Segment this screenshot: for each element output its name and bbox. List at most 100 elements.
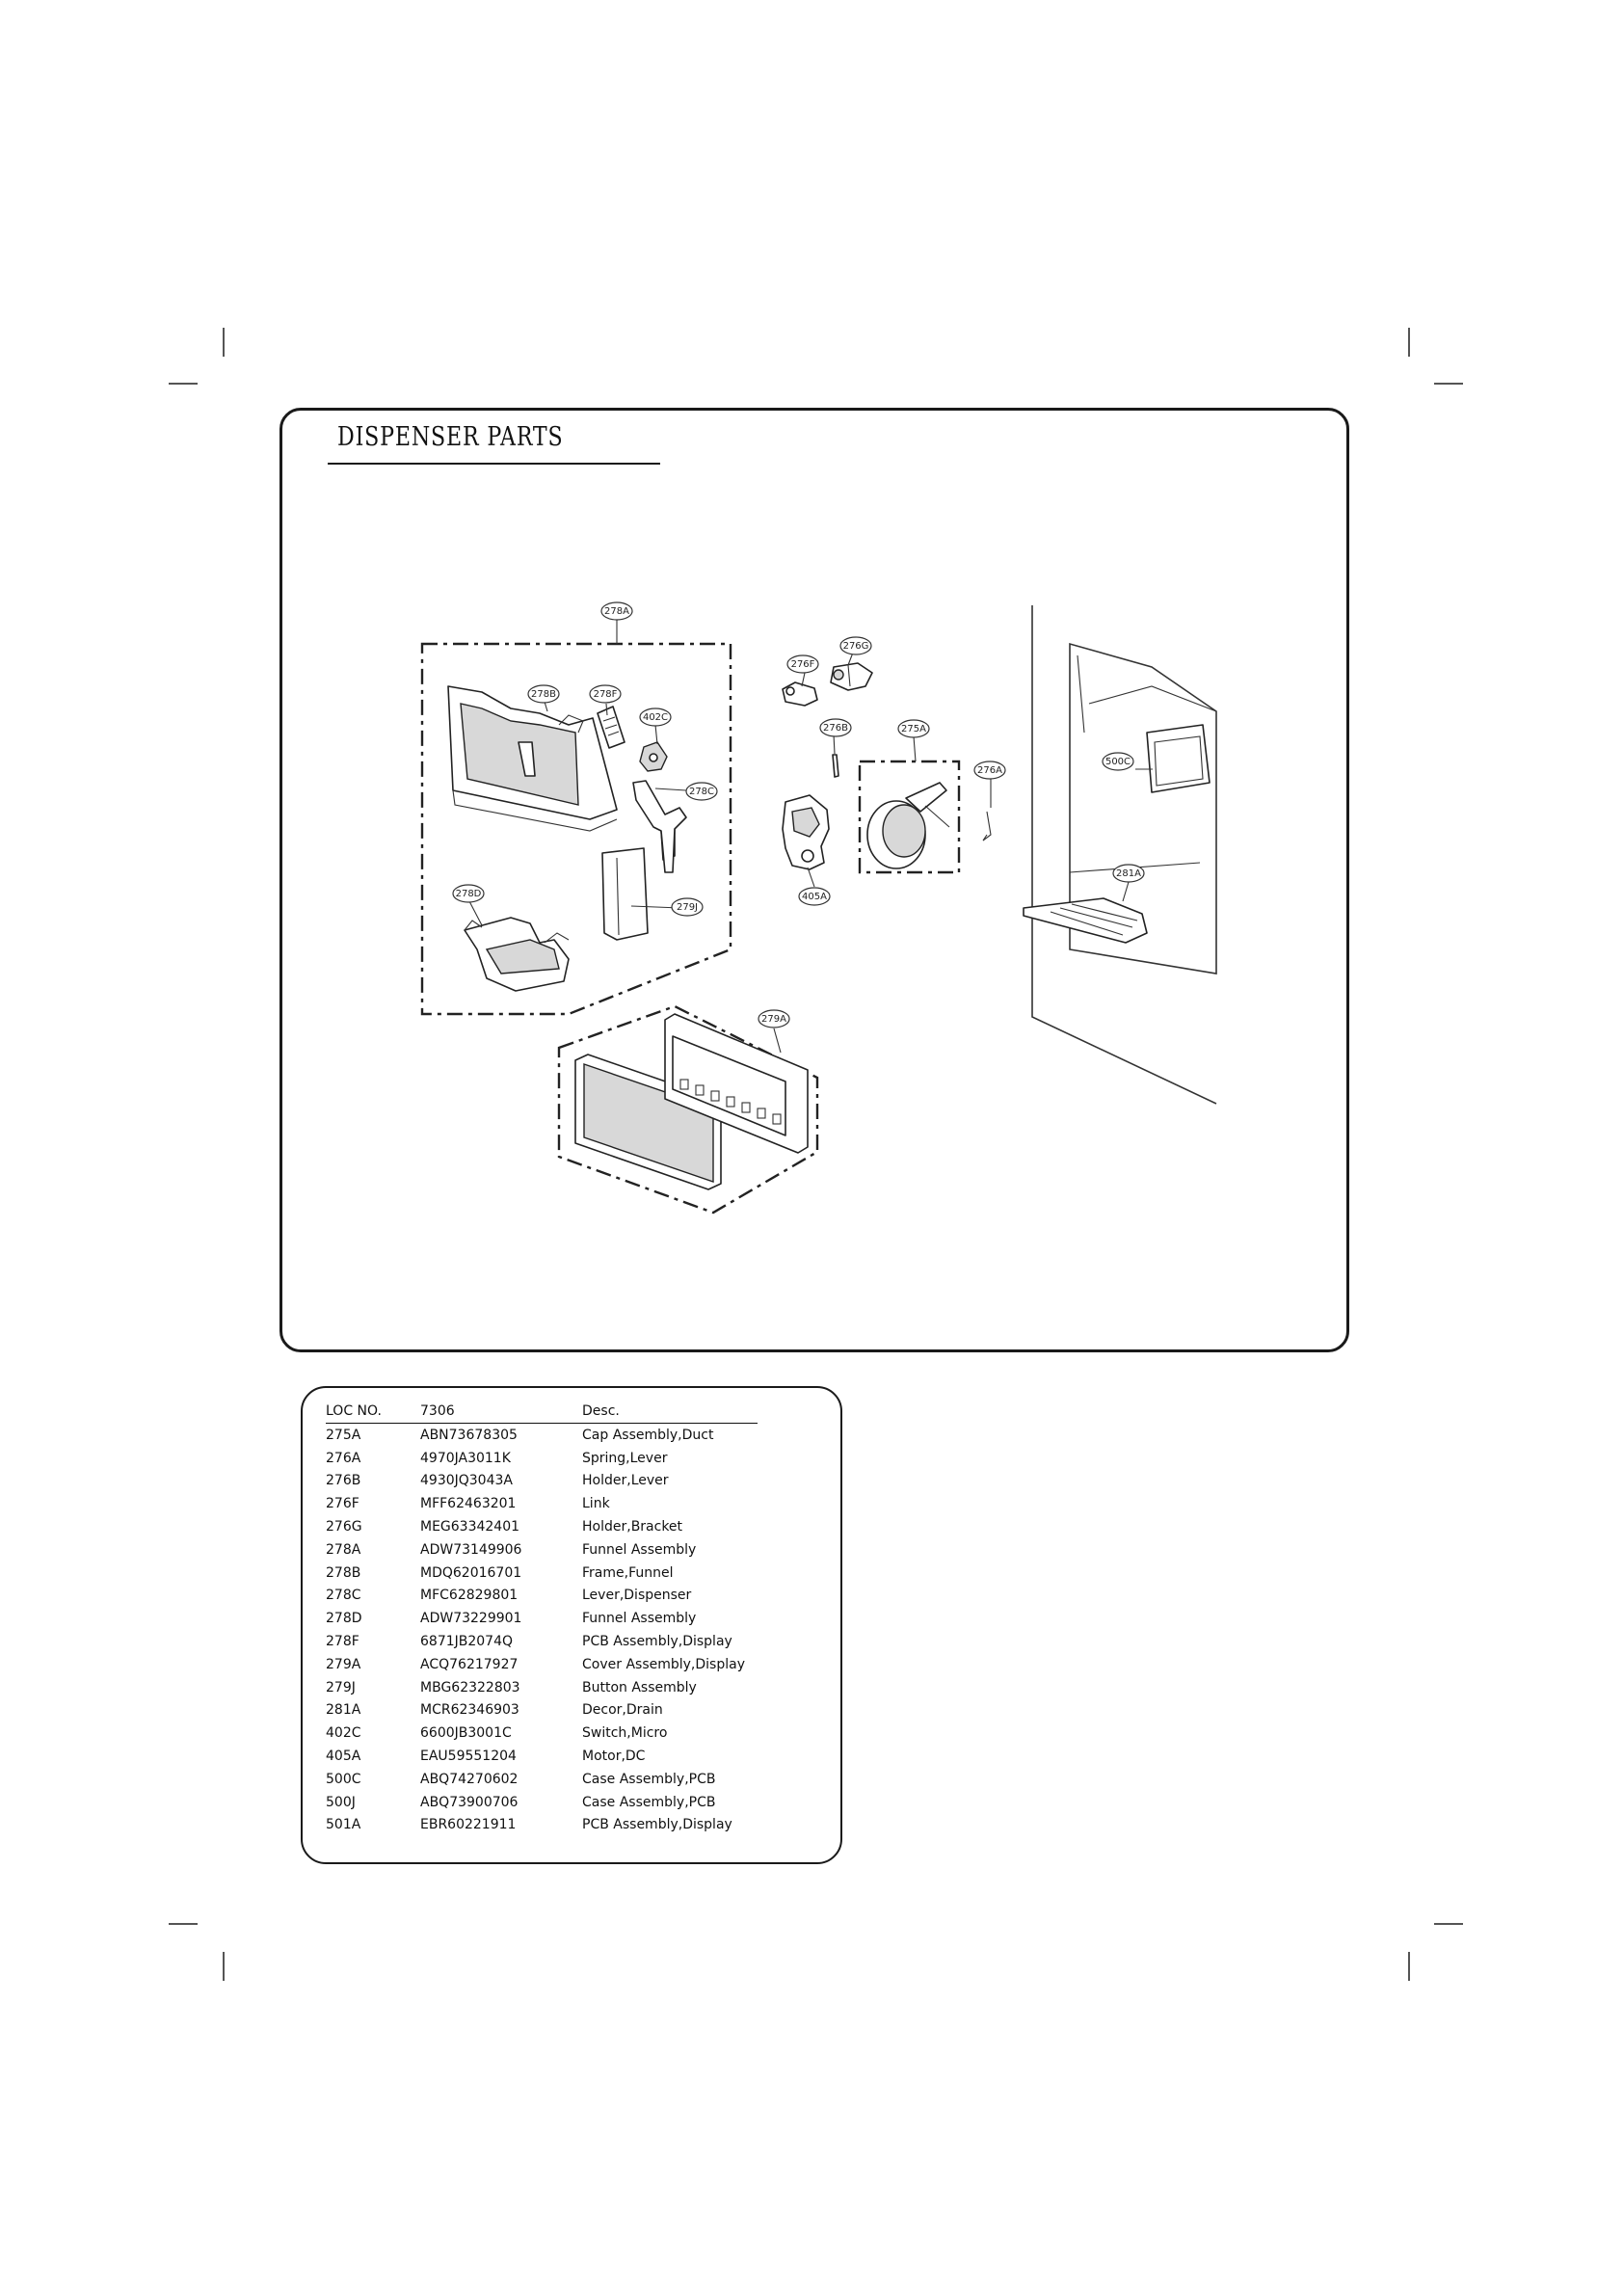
loc-cell: 500J: [326, 1794, 356, 1810]
loc-cell: 278A: [326, 1541, 361, 1558]
display-cover-group-outline: [557, 1004, 819, 1215]
display-pcb-part: [597, 706, 625, 749]
callout-278A: 278A: [600, 601, 633, 621]
description-cell: Holder,Lever: [582, 1473, 669, 1489]
description-cell: Spring,Lever: [582, 1450, 668, 1466]
loc-cell: 402C: [326, 1725, 361, 1742]
part-number-cell: MBG62322803: [420, 1679, 520, 1695]
funnel-assembly-group-outline: [420, 642, 732, 1016]
description-cell: PCB Assembly,Display: [582, 1634, 732, 1650]
svg-text:279A: 279A: [761, 1014, 786, 1025]
loc-cell: 276F: [326, 1496, 359, 1512]
description-cell: Case Assembly,PCB: [582, 1771, 716, 1787]
crop-mark: [1408, 328, 1410, 357]
description-cell: Button Assembly: [582, 1679, 697, 1695]
callout-279J: 279J: [671, 897, 704, 917]
crop-mark: [223, 328, 225, 357]
crop-mark: [169, 1923, 198, 1925]
holder-lever-part: [832, 754, 839, 778]
svg-text:276F: 276F: [791, 659, 815, 670]
part-number-cell: MEG63342401: [420, 1519, 520, 1535]
loc-cell: 275A: [326, 1427, 361, 1443]
callout-279A: 279A: [758, 1009, 790, 1028]
page-title: DISPENSER PARTS: [337, 422, 564, 452]
loc-cell: 278B: [326, 1564, 361, 1581]
svg-text:278D: 278D: [456, 889, 482, 899]
description-cell: Lever,Dispenser: [582, 1588, 692, 1604]
part-number-cell: EAU59551204: [420, 1749, 517, 1765]
callout-276F: 276F: [786, 654, 819, 674]
description-cell: Motor,DC: [582, 1749, 646, 1765]
description-cell: Funnel Assembly: [582, 1541, 697, 1558]
svg-text:281A: 281A: [1116, 868, 1141, 879]
crop-mark: [223, 1952, 225, 1981]
duct-cap-part: [866, 782, 950, 869]
description-cell: Switch,Micro: [582, 1725, 668, 1742]
callout-405A: 405A: [798, 887, 831, 906]
svg-text:276A: 276A: [977, 765, 1002, 776]
svg-text:278F: 278F: [594, 689, 618, 700]
display-cover-part: [574, 1013, 809, 1190]
part-number-cell: MFF62463201: [420, 1496, 517, 1512]
callout-278F: 278F: [589, 684, 622, 704]
table-row: 276A 4970JA3011K Spring,Lever: [326, 1447, 758, 1470]
description-cell: Link: [582, 1496, 610, 1512]
loc-no-header: LOC NO.: [326, 1402, 420, 1424]
svg-text:500C: 500C: [1105, 757, 1131, 767]
svg-text:278A: 278A: [604, 606, 629, 617]
table-row: 278B MDQ62016701 Frame,Funnel: [326, 1562, 758, 1585]
description-cell: PCB Assembly,Display: [582, 1817, 732, 1833]
svg-text:276G: 276G: [843, 641, 869, 652]
description-cell: Frame,Funnel: [582, 1564, 674, 1581]
link-part: [782, 681, 818, 707]
cap-assembly-group-outline: [858, 760, 961, 874]
part-number-cell: MCR62346903: [420, 1702, 519, 1719]
dc-motor-part: [782, 794, 830, 870]
loc-cell: 500C: [326, 1771, 361, 1787]
part-number-cell: 6871JB2074Q: [420, 1634, 514, 1650]
table-row: 276F MFF62463201 Link: [326, 1492, 758, 1515]
callout-278B: 278B: [527, 684, 560, 704]
part-number-cell: 4970JA3011K: [420, 1450, 511, 1466]
funnel-part: [464, 917, 570, 992]
crop-mark: [1434, 1923, 1463, 1925]
part-number-cell: ABQ73900706: [420, 1794, 519, 1810]
description-cell: Case Assembly,PCB: [582, 1794, 716, 1810]
callout-500C: 500C: [1102, 752, 1134, 771]
callout-278D: 278D: [452, 884, 485, 903]
loc-cell: 276G: [326, 1519, 362, 1535]
parts-table-frame: [301, 1386, 842, 1864]
button-assembly-part: [601, 847, 649, 941]
svg-text:402C: 402C: [643, 712, 668, 723]
part-number-cell: ABN73678305: [420, 1427, 518, 1443]
loc-cell: 278C: [326, 1588, 361, 1604]
refrigerator-door-outline: [1023, 605, 1217, 1105]
callout-402C: 402C: [639, 707, 672, 727]
description-header: Desc.: [582, 1402, 758, 1424]
loc-cell: 501A: [326, 1817, 361, 1833]
callout-276A: 276A: [973, 761, 1006, 780]
part-number-cell: MDQ62016701: [420, 1564, 522, 1581]
part-number-cell: ABQ74270602: [420, 1771, 519, 1787]
loc-cell: 281A: [326, 1702, 361, 1719]
loc-cell: 276A: [326, 1450, 361, 1466]
crop-mark: [1434, 383, 1463, 385]
title-underline: [328, 463, 660, 465]
crop-mark: [169, 383, 198, 385]
table-row: 500C ABQ74270602 Case Assembly,PCB: [326, 1768, 758, 1791]
dispenser-lever-part: [632, 780, 687, 873]
leader-lines: [468, 620, 1153, 1054]
